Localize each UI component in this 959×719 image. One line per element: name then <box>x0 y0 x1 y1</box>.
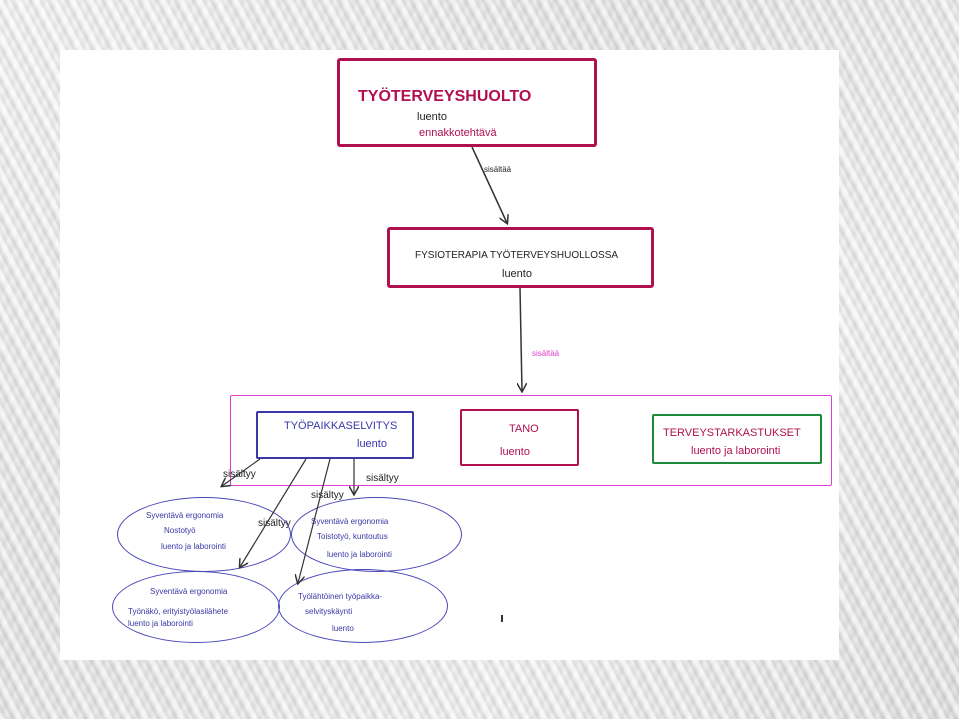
box-tyoterveyshuolto-title: TYÖTERVEYSHUOLTO <box>358 88 532 105</box>
box-tyoterveyshuolto-line2: ennakkotehtävä <box>419 127 497 139</box>
box-tyopaikkaselvitys-title: TYÖPAIKKASELVITYS <box>284 420 398 432</box>
box-tyopaikkaselvitys <box>256 411 414 459</box>
sisaltyy-label-1: sisältyy <box>223 469 256 480</box>
ellipse-tyolahtoinen-line2: selvityskäynti <box>305 607 353 616</box>
box-fysioterapia-title: FYSIOTERAPIA TYÖTERVEYSHUOLLOSSA <box>415 250 619 261</box>
connector-arrows <box>60 146 839 660</box>
ellipse-tyolahtoinen <box>278 569 448 643</box>
ellipse-tyonako-line2: Työnäkö, erityistyölasilähete <box>128 607 229 616</box>
stray-mark <box>501 615 503 622</box>
arrow-to-nostotyo <box>222 458 261 486</box>
sisaltyy-label-3: sisältyy <box>311 490 344 501</box>
arrow2-label: sisältää <box>532 349 560 358</box>
arrow-to-tyolahtoinen <box>298 458 331 583</box>
box-terveystarkastukset <box>652 414 822 464</box>
box-terveystarkastukset-line1: luento ja laborointi <box>691 445 781 457</box>
box-tyoterveyshuolto-line1: luento <box>417 111 447 123</box>
arrow-to-tyonako <box>240 458 307 567</box>
ellipse-nostotyo-line1: Syventävä ergonomia <box>146 511 224 520</box>
ellipse-nostotyo-line3: luento ja laborointi <box>161 542 226 551</box>
ellipse-toistotyo-line1: Syventävä ergonomia <box>311 517 389 526</box>
box-fysioterapia-line1: luento <box>502 268 532 280</box>
ellipse-tyonako-line1: Syventävä ergonomia <box>150 587 228 596</box>
ellipse-toistotyo-line3: luento ja laborointi <box>327 550 392 559</box>
ellipse-tyolahtoinen-line1: Työlähtöinen työpaikka- <box>298 592 383 601</box>
arrow-middle-to-group <box>520 287 522 391</box>
box-tano-line1: luento <box>500 446 530 458</box>
box-tyopaikkaselvitys-line1: luento <box>357 438 387 450</box>
arrow-top-to-middle <box>471 146 507 223</box>
box-fysioterapia <box>387 227 654 288</box>
group-container <box>230 395 832 486</box>
ellipse-tyonako-line3: luento ja laborointi <box>128 619 193 628</box>
ellipse-nostotyo-line2: Nostotyö <box>164 526 196 535</box>
sisaltyy-label-2: sisältyy <box>366 473 399 484</box>
box-tyoterveyshuolto <box>337 58 597 147</box>
box-tano <box>460 409 579 466</box>
box-tano-title: TANO <box>509 423 539 435</box>
slide: TYÖTERVEYSHUOLTO luento ennakkotehtävä s… <box>60 50 839 660</box>
arrow1-label: sisältää <box>484 165 512 174</box>
ellipse-toistotyo-line2: Toistotyö, kuntoutus <box>317 532 388 541</box>
ellipse-tyolahtoinen-line3: luento <box>332 624 354 633</box>
box-terveystarkastukset-title: TERVEYSTARKASTUKSET <box>663 427 801 439</box>
